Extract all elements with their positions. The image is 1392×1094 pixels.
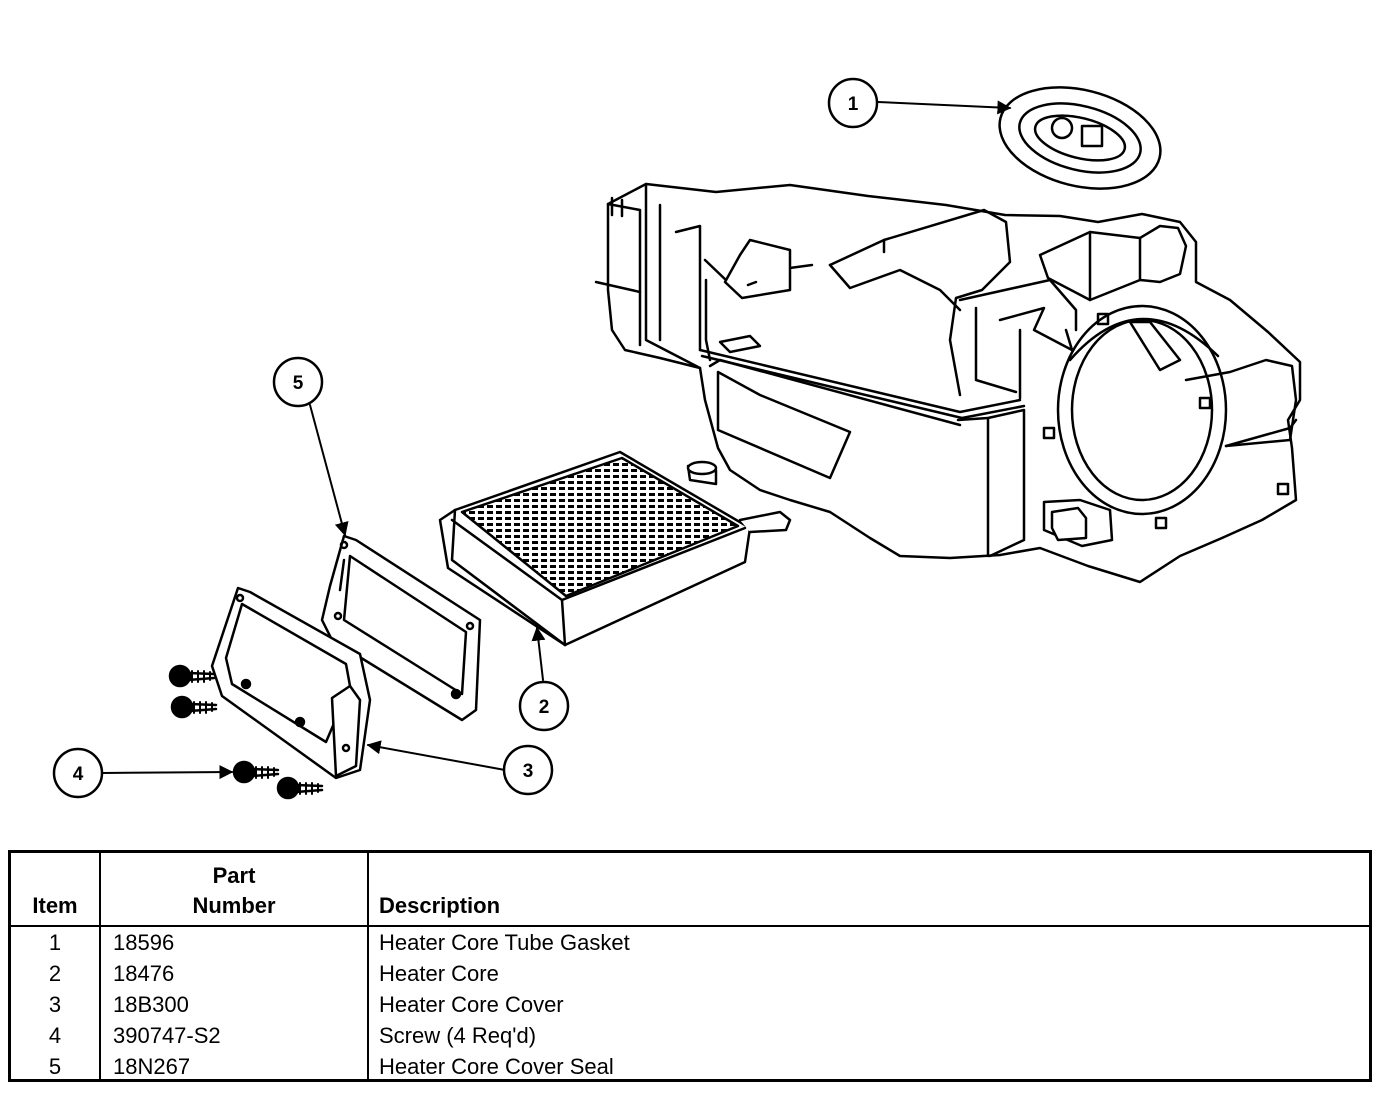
heater-core-cover-seal-drawing	[320, 534, 482, 722]
leader-lines	[101, 100, 1012, 780]
callout-5: 5	[272, 356, 324, 408]
row-part-number: 18B300	[100, 989, 369, 1020]
callout-4: 4	[52, 747, 104, 799]
row-item: 5	[11, 1051, 101, 1082]
header-description: Description	[368, 853, 1369, 927]
callout-2: 2	[518, 680, 570, 732]
row-part-number: 18596	[100, 926, 369, 958]
callout-3-number: 3	[523, 761, 534, 782]
heater-housing-assembly	[594, 182, 1302, 584]
row-description: Heater Core Cover Seal	[379, 1053, 614, 1079]
table-row: 5 18N267 Heater Core Cover Seal	[11, 1051, 1369, 1082]
heater-core-tube-gasket-drawing	[998, 86, 1162, 190]
header-item: Item	[11, 853, 101, 927]
row-item: 3	[11, 989, 101, 1020]
row-item: 4	[11, 1020, 101, 1051]
row-item: 2	[11, 958, 101, 989]
table-row: 1 18596 Heater Core Tube Gasket	[11, 926, 1369, 958]
callout-2-number: 2	[539, 697, 550, 718]
screws-drawing	[168, 664, 324, 800]
exploded-parts-diagram: 1 2 3 4 5	[52, 77, 1302, 800]
callout-4-number: 4	[73, 764, 84, 785]
callout-5-number: 5	[293, 373, 304, 394]
table-row: 4 390747-S2 Screw (4 Req'd)	[11, 1020, 1369, 1051]
table-row: 3 18B300 Heater Core Cover	[11, 989, 1369, 1020]
table-row: 2 18476 Heater Core	[11, 958, 1369, 989]
callout-3: 3	[502, 744, 554, 796]
row-part-number: 390747-S2	[100, 1020, 369, 1051]
heater-core-cover-drawing	[210, 586, 372, 780]
row-description: Heater Core	[379, 960, 499, 986]
row-item: 1	[11, 926, 101, 958]
row-description: Heater Core Cover	[379, 991, 564, 1017]
row-part-number: 18476	[100, 958, 369, 989]
row-part-number: 18N267	[100, 1051, 369, 1082]
heater-core-drawing	[438, 450, 792, 647]
callout-1: 1	[827, 77, 879, 129]
row-description: Screw (4 Req'd)	[379, 1022, 537, 1048]
callout-1-number: 1	[848, 94, 859, 115]
row-description: Heater Core Tube Gasket	[379, 929, 630, 955]
